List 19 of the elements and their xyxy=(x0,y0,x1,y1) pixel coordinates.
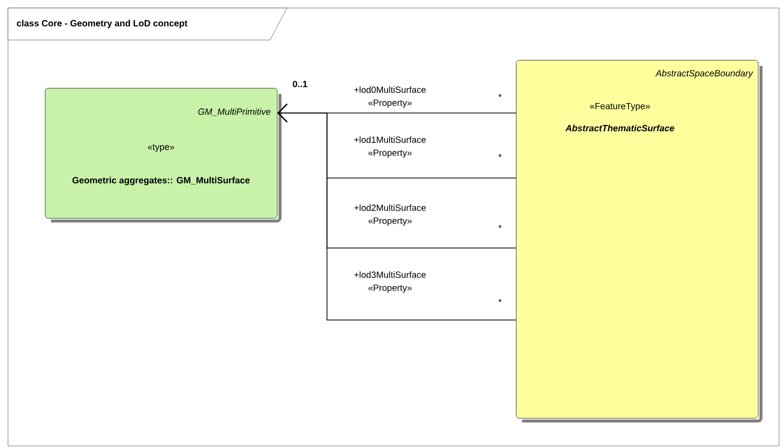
role-label: +lod1MultiSurface «Property» xyxy=(354,136,426,158)
class-box xyxy=(516,60,762,422)
class-text: AbstractThematicSurface xyxy=(565,124,674,132)
role-label: +lod2MultiSurface «Property» xyxy=(354,204,426,226)
role-label: +lod3MultiSurface «Property» xyxy=(354,271,426,293)
multiplicity-label: * xyxy=(498,94,502,98)
class-text: AbstractSpaceBoundary xyxy=(655,70,754,78)
multiplicity-label: * xyxy=(498,298,502,302)
role-label: +lod0MultiSurface «Property» xyxy=(354,86,426,108)
class-text: «type» xyxy=(148,144,174,152)
class-text: GM_MultiPrimitive xyxy=(198,108,270,116)
class-text: «FeatureType» xyxy=(590,102,650,112)
multiplicity-label: 0..1 xyxy=(292,80,308,88)
diagram-title: class Core - Geometry and LoD concept xyxy=(16,20,188,28)
association-line xyxy=(277,104,516,320)
class-text: Geometric aggregates:: GM_MultiSurface xyxy=(72,176,250,186)
multiplicity-label: * xyxy=(498,154,502,158)
class-box xyxy=(45,88,282,222)
multiplicity-label: * xyxy=(498,224,502,228)
